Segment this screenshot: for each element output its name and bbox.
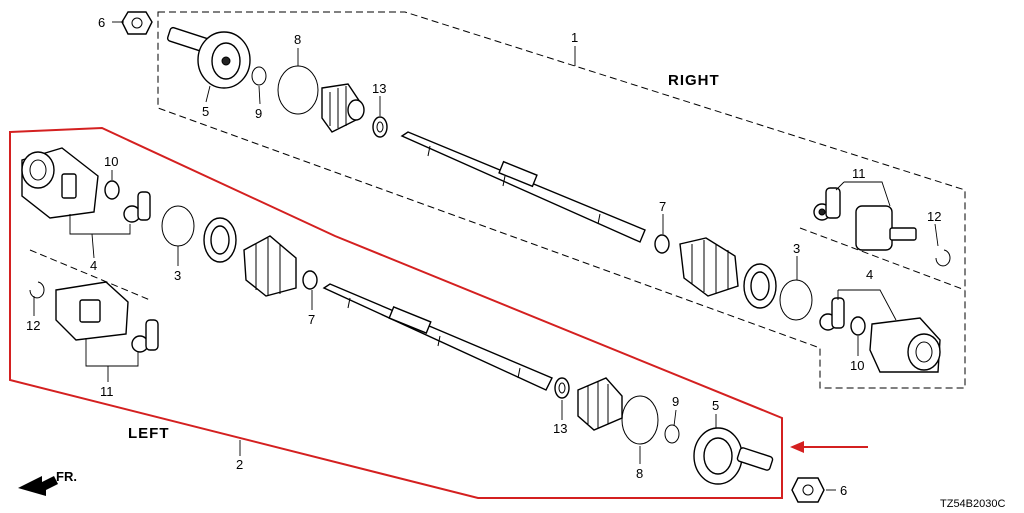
outer-boot-top bbox=[321, 83, 365, 133]
outer-boot-bottom bbox=[577, 377, 623, 431]
callout-13-bottom: 13 bbox=[553, 421, 567, 436]
boot-band-part-8-top bbox=[277, 65, 319, 115]
o-ring-part-3-right bbox=[779, 279, 813, 321]
callout-6-top: 6 bbox=[98, 15, 105, 30]
snap-ring-part-12-left bbox=[29, 281, 45, 299]
callout-2: 2 bbox=[236, 457, 243, 472]
leader-lines bbox=[33, 21, 939, 491]
callout-8-top: 8 bbox=[294, 32, 301, 47]
callout-7-right: 7 bbox=[659, 199, 666, 214]
callout-10-left: 10 bbox=[104, 154, 118, 169]
inner-joint-housing-right-lower bbox=[869, 317, 941, 373]
spider-part-4-right bbox=[819, 297, 845, 331]
highlight-arrow bbox=[790, 441, 868, 453]
inner-boot-left bbox=[243, 235, 297, 297]
spider-part-4-left bbox=[123, 191, 151, 223]
outer-joint-part-5-bottom bbox=[693, 427, 774, 485]
callout-12-left: 12 bbox=[26, 318, 40, 333]
right-subgroup-divider bbox=[799, 227, 966, 291]
inner-joint-housing-left-lower bbox=[55, 281, 129, 341]
callout-9-top: 9 bbox=[255, 106, 262, 121]
inner-joint-housing-right-upper bbox=[855, 205, 917, 251]
callout-4-left: 4 bbox=[90, 258, 97, 273]
clip-ring-part-13-top bbox=[372, 116, 388, 138]
front-direction-arrow bbox=[18, 476, 58, 496]
callout-11-right: 11 bbox=[852, 166, 866, 181]
clip-part-10-left bbox=[104, 180, 120, 200]
snap-ring-part-9-bottom bbox=[664, 424, 680, 444]
left-group-highlight bbox=[9, 126, 783, 499]
callout-5-top: 5 bbox=[202, 104, 209, 119]
callout-13-top: 13 bbox=[372, 81, 386, 96]
clip-ring-part-13-bottom bbox=[554, 377, 570, 399]
inner-joint-housing-left-upper bbox=[21, 147, 99, 219]
inner-boot-right bbox=[679, 237, 739, 297]
spider-part-11-right bbox=[813, 187, 841, 221]
clip-part-7-right bbox=[654, 234, 670, 254]
callout-7-left: 7 bbox=[308, 312, 315, 327]
callout-12-right: 12 bbox=[927, 209, 941, 224]
callout-4-right: 4 bbox=[866, 267, 873, 282]
nut-part-6-bottom bbox=[791, 477, 825, 503]
callout-3-left: 3 bbox=[174, 268, 181, 283]
outer-joint-part-5-top bbox=[166, 26, 251, 89]
boot-band-right bbox=[743, 263, 777, 309]
boot-band-part-8-bottom bbox=[621, 395, 659, 445]
right-side-label: RIGHT bbox=[668, 72, 720, 89]
snap-ring-part-9-top bbox=[251, 66, 267, 86]
callout-6-bottom: 6 bbox=[840, 483, 847, 498]
boot-band-left bbox=[203, 217, 237, 263]
snap-ring-part-12-right bbox=[935, 249, 951, 267]
callout-1: 1 bbox=[571, 30, 578, 45]
shaft-right bbox=[400, 131, 646, 243]
clip-part-7-left bbox=[302, 270, 318, 290]
left-side-label: LEFT bbox=[128, 425, 170, 442]
front-label: FR. bbox=[56, 469, 77, 484]
o-ring-part-3-left bbox=[161, 205, 195, 247]
callout-10-right: 10 bbox=[850, 358, 864, 373]
callout-8-bottom: 8 bbox=[636, 466, 643, 481]
callout-3-right: 3 bbox=[793, 241, 800, 256]
right-group-outline bbox=[157, 11, 966, 389]
callout-9-bottom: 9 bbox=[672, 394, 679, 409]
clip-part-10-right bbox=[850, 316, 866, 336]
shaft-left bbox=[322, 283, 553, 391]
spider-part-11-left bbox=[131, 319, 159, 353]
nut-part-6-top bbox=[121, 11, 153, 35]
callout-5-bottom: 5 bbox=[712, 398, 719, 413]
callout-11-left: 11 bbox=[100, 384, 114, 399]
diagram-code: TZ54B2030C bbox=[940, 498, 1005, 510]
